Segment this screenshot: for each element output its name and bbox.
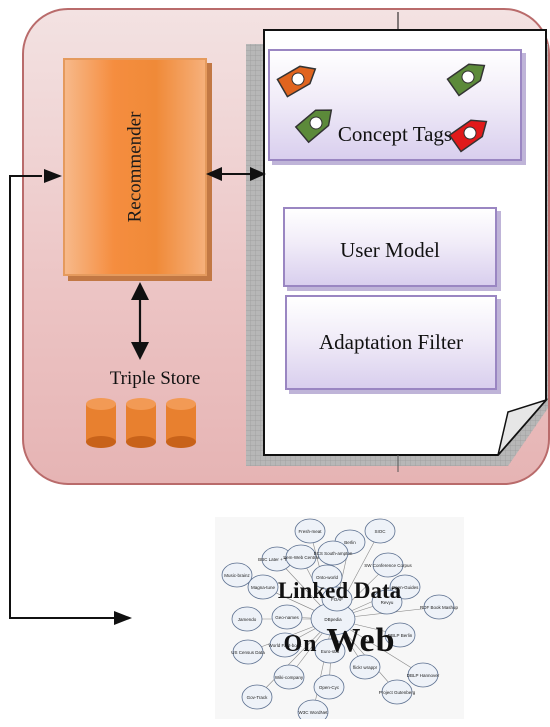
svg-text:Sem-Web Central: Sem-Web Central bbox=[283, 555, 319, 560]
network-node: DBLP Berlin bbox=[384, 622, 416, 648]
svg-text:RDF Book Mashup: RDF Book Mashup bbox=[420, 605, 459, 610]
svg-text:DBLP Hannover: DBLP Hannover bbox=[407, 673, 440, 678]
database-cylinder-3 bbox=[166, 398, 196, 448]
linked-data-subtitle: On Web bbox=[215, 622, 464, 660]
network-node: SIOC bbox=[364, 518, 396, 544]
network-node: SW Conference Corpus bbox=[364, 552, 413, 578]
svg-text:Magna-tune: Magna-tune bbox=[251, 585, 276, 590]
svg-text:Open-Cyc: Open-Cyc bbox=[319, 685, 340, 690]
user-model-label: User Model bbox=[340, 237, 440, 262]
network-node: Project Gutenberg bbox=[379, 679, 416, 705]
network-node: ECS South-ampton bbox=[314, 540, 353, 566]
concept-tag-icons bbox=[276, 63, 488, 153]
concept-tags-label: Concept Tags bbox=[337, 121, 453, 146]
arrowhead-down bbox=[131, 342, 149, 360]
tag-icon-green-bottom bbox=[294, 109, 333, 144]
svg-text:Open-Guides: Open-Guides bbox=[392, 585, 420, 590]
network-node: Jamendo bbox=[231, 606, 263, 632]
network-node: W3C WordNet bbox=[297, 699, 329, 725]
network-node: Revyu bbox=[371, 589, 403, 615]
network-node: FOAF bbox=[321, 586, 353, 612]
network-node: Music-brainz bbox=[221, 562, 253, 588]
svg-text:Euro-stat: Euro-stat bbox=[321, 649, 340, 654]
network-node: flickr wrappr bbox=[349, 654, 381, 680]
network-node: World Fact-book bbox=[269, 632, 303, 658]
linked-data-web: Web bbox=[326, 622, 396, 659]
svg-text:World Fact-book: World Fact-book bbox=[269, 643, 303, 648]
svg-text:Fresh-meat: Fresh-meat bbox=[298, 529, 322, 534]
tag-icon-red bbox=[448, 119, 488, 153]
linked-data-title: Linked Data bbox=[277, 578, 402, 603]
triple-store-label: Triple Store bbox=[109, 368, 201, 389]
svg-text:flickr wrappr: flickr wrappr bbox=[353, 665, 378, 670]
feedback-line bbox=[9, 175, 120, 619]
network-node: Gov-Track bbox=[241, 684, 273, 710]
svg-text:BBC Later + TOTP: BBC Later + TOTP bbox=[258, 557, 296, 562]
network-node: RDF Book Mashup bbox=[420, 594, 459, 620]
svg-text:Revyu: Revyu bbox=[381, 600, 394, 605]
svg-text:Project Gutenberg: Project Gutenberg bbox=[379, 690, 416, 695]
tag-icon-orange bbox=[276, 65, 317, 98]
svg-text:DBpedia: DBpedia bbox=[324, 617, 342, 622]
svg-text:Wiki-company: Wiki-company bbox=[275, 675, 304, 680]
network-node: Wiki-company bbox=[273, 664, 305, 690]
svg-text:Berlin: Berlin bbox=[344, 540, 356, 545]
adaptation-filter-label: Adaptation Filter bbox=[318, 329, 464, 354]
svg-text:Onto-world: Onto-world bbox=[316, 575, 339, 580]
network-node: Open-Cyc bbox=[313, 674, 345, 700]
arrowhead-to-linked-data bbox=[114, 611, 132, 625]
user-model-box bbox=[283, 207, 497, 287]
network-node: Magna-tune bbox=[247, 574, 279, 600]
svg-text:SW Conference Corpus: SW Conference Corpus bbox=[364, 563, 412, 568]
arrowhead-into-recommender bbox=[44, 169, 62, 183]
network-node: US Census Data bbox=[231, 639, 265, 665]
database-cylinder-1 bbox=[86, 398, 116, 448]
svg-text:DBLP Berlin: DBLP Berlin bbox=[388, 633, 413, 638]
network-node: Geo-names bbox=[271, 604, 303, 630]
arrowhead-right bbox=[250, 167, 266, 181]
network-node: Fresh-meat bbox=[294, 518, 326, 544]
svg-text:FOAF: FOAF bbox=[331, 597, 343, 602]
network-node: Euro-stat bbox=[314, 638, 346, 664]
adaptation-filter-box bbox=[285, 295, 497, 390]
svg-text:W3C WordNet: W3C WordNet bbox=[299, 710, 329, 715]
svg-text:SIOC: SIOC bbox=[374, 529, 386, 534]
network-node: Sem-Web Central bbox=[283, 544, 319, 570]
recommender-box bbox=[63, 58, 207, 276]
svg-text:ECS South-ampton: ECS South-ampton bbox=[314, 551, 353, 556]
svg-text:US Census Data: US Census Data bbox=[231, 650, 265, 655]
svg-text:Gov-Track: Gov-Track bbox=[247, 695, 269, 700]
svg-text:Geo-names: Geo-names bbox=[275, 615, 299, 620]
linked-data-on: On bbox=[283, 631, 318, 657]
arrowhead-up bbox=[131, 282, 149, 300]
svg-text:Music-brainz: Music-brainz bbox=[224, 573, 250, 578]
document-fold bbox=[497, 398, 549, 456]
network-node: DBLP Hannover bbox=[407, 662, 440, 688]
tag-icon-green-top bbox=[446, 63, 486, 97]
arrowhead-left bbox=[206, 167, 222, 181]
network-node: Onto-world bbox=[311, 564, 343, 590]
database-cylinder-2 bbox=[126, 398, 156, 448]
svg-text:Jamendo: Jamendo bbox=[238, 617, 257, 622]
